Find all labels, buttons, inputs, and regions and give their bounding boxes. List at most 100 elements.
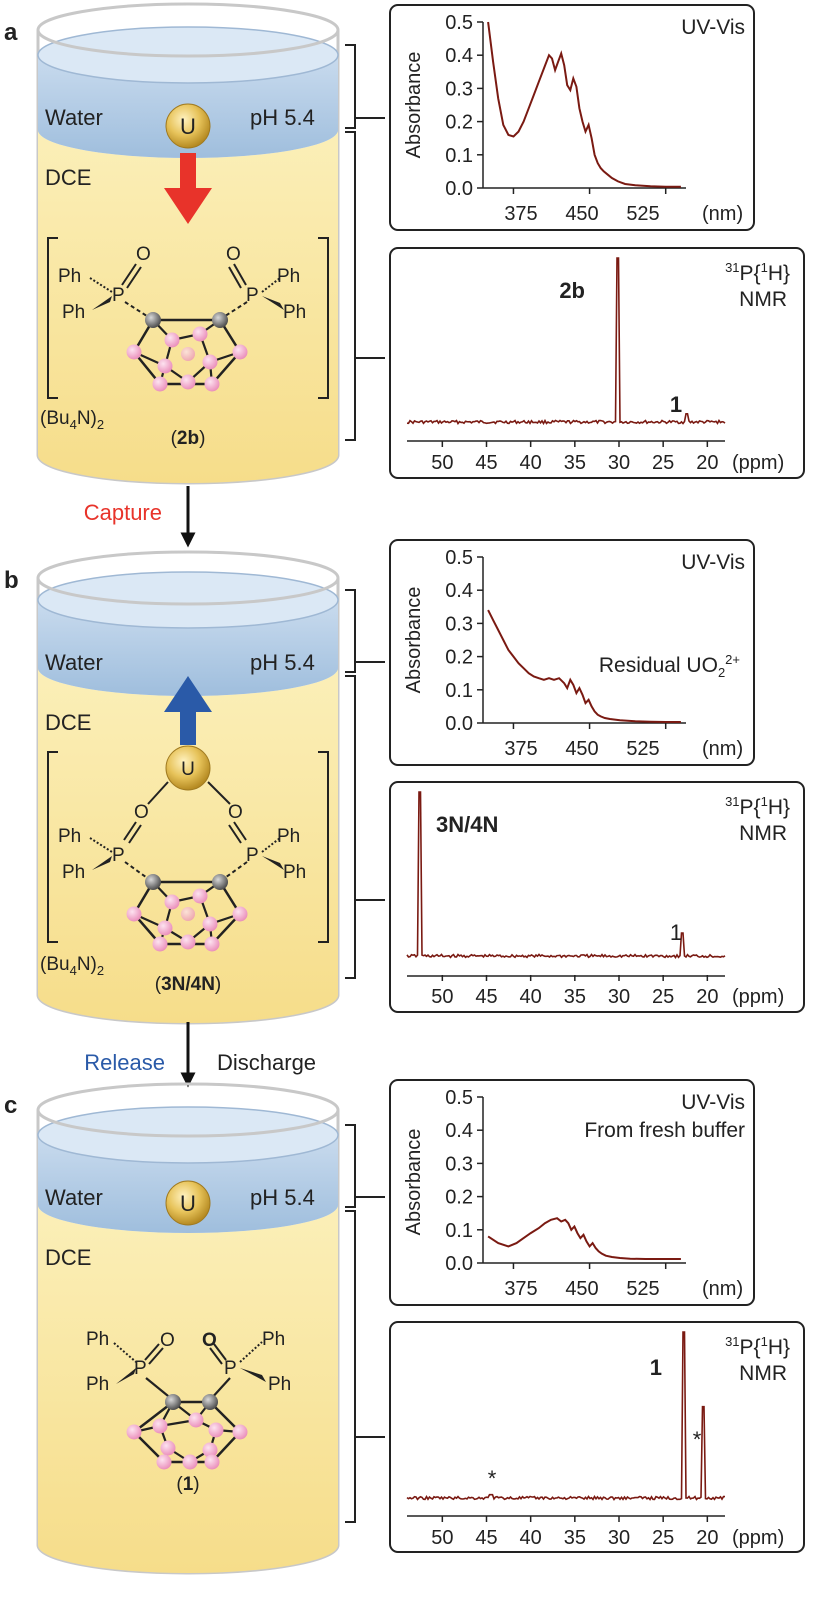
- ph-group: Ph: [283, 862, 306, 883]
- uv-yticks: 0.50.40.30.20.10.0: [445, 12, 667, 200]
- uranium-label: U: [180, 1191, 196, 1216]
- nmr-peak-label: 1: [650, 1355, 662, 1380]
- nmr-spectrum-line: [406, 257, 726, 426]
- panel-b: b Water pH 5.4 DCE U O O Ph Ph P: [4, 539, 805, 1088]
- svg-text:(Bu4N)2: (Bu4N)2: [40, 954, 104, 978]
- p-atom: P: [112, 285, 125, 306]
- structure-3n-4n: U O O Ph Ph P P Ph Ph: [40, 745, 329, 995]
- nmr-spectrum-line: [406, 791, 726, 959]
- uv-xtick: 375: [504, 1278, 537, 1300]
- uv-xtick: 450: [565, 1278, 598, 1300]
- carborane-cage: [126, 874, 248, 952]
- o-atom: O: [134, 802, 149, 823]
- uv-ytick: 0.4: [445, 1120, 473, 1142]
- ph-group: Ph: [62, 862, 85, 883]
- release-arrow: [164, 676, 212, 745]
- uv-ytick: 0.1: [445, 1220, 473, 1242]
- uv-xunit: (nm): [702, 1278, 743, 1300]
- nmr-xtick: 50: [431, 986, 453, 1008]
- uv-spectrum-line: [487, 1217, 681, 1260]
- nmr-xunit: (ppm): [732, 1527, 784, 1549]
- o-atom: O: [136, 244, 151, 265]
- brace: [345, 675, 365, 979]
- uranium-sphere: [165, 1180, 211, 1226]
- uv-ylabel: Absorbance: [403, 587, 425, 694]
- panel-label: a: [4, 19, 18, 46]
- uv-ylabel: Absorbance: [403, 1129, 425, 1236]
- ph-label: pH 5.4: [250, 105, 315, 130]
- nmr-xtick: 40: [520, 452, 542, 474]
- nmr-peak-label: 1: [670, 392, 682, 417]
- water-label: Water: [45, 105, 103, 130]
- svg-text:(Bu4N)2: (Bu4N)2: [40, 408, 104, 432]
- discharge-label: Discharge: [217, 1050, 316, 1075]
- uv-xtick: 525: [626, 1278, 659, 1300]
- uv-subtitle: From fresh buffer: [584, 1119, 745, 1142]
- nmr-xtick: 20: [696, 986, 718, 1008]
- uv-ytick: 0.3: [445, 1153, 473, 1175]
- nmr-xtick: 50: [431, 452, 453, 474]
- uv-xunit: (nm): [702, 203, 743, 225]
- brace: [345, 1124, 365, 1208]
- nmr-peak-label: 2b: [559, 278, 585, 303]
- uv-ytick: 0.5: [445, 1087, 473, 1109]
- svg-text:(1): (1): [176, 1474, 199, 1495]
- uv-ytick: 0.1: [445, 145, 473, 167]
- carborane-cage: [126, 1394, 248, 1470]
- svg-text:31P{1H}: 31P{1H}: [725, 794, 790, 819]
- nmr-spectrum-line: [406, 1331, 725, 1501]
- nmr-peak-label: *: [488, 1466, 497, 1491]
- p-atom: P: [112, 845, 125, 866]
- nmr-xtick: 20: [696, 1527, 718, 1549]
- uv-vis-panel: UV-Vis Absorbance 0.50.40.30.20.10.0 375…: [389, 4, 755, 231]
- nmr-xtick: 25: [652, 986, 674, 1008]
- ph-group: Ph: [86, 1374, 109, 1395]
- uv-xtick: 375: [504, 738, 537, 760]
- nmr-xtick: 35: [564, 452, 586, 474]
- uv-xunit: (nm): [702, 738, 743, 760]
- ph-group: Ph: [86, 1329, 109, 1350]
- uv-ytick: 0.0: [445, 178, 473, 200]
- nmr-xtick: 45: [475, 986, 497, 1008]
- nmr-xtick: 45: [475, 1527, 497, 1549]
- brace: [345, 589, 365, 673]
- uranium-label: U: [181, 759, 195, 780]
- ph-group: Ph: [58, 266, 81, 287]
- water-layer: [38, 600, 338, 696]
- o-atom: O: [160, 1330, 175, 1351]
- dce-label: DCE: [45, 710, 91, 735]
- uv-ytick: 0.5: [445, 12, 473, 34]
- o-atom: O: [228, 802, 243, 823]
- structure-2b: Ph Ph P O P O Ph Ph: [40, 237, 329, 449]
- dce-label: DCE: [45, 165, 91, 190]
- nmr-xtick: 30: [608, 986, 630, 1008]
- o-atom: O: [202, 1330, 217, 1351]
- uv-ytick: 0.3: [445, 613, 473, 635]
- uv-spectrum-line: [487, 609, 681, 723]
- uv-ylabel: Absorbance: [403, 52, 425, 159]
- nmr-title2: NMR: [739, 822, 787, 845]
- carborane-cage: [126, 312, 248, 392]
- uv-ytick: 0.4: [445, 580, 473, 602]
- beaker: [36, 2, 340, 485]
- uv-ytick: 0.5: [445, 547, 473, 569]
- ph-group: Ph: [277, 826, 300, 847]
- svg-text:(3N/4N): (3N/4N): [155, 974, 222, 995]
- uv-title: UV-Vis: [681, 551, 745, 574]
- nmr-xtick: 35: [564, 986, 586, 1008]
- ph-label: pH 5.4: [250, 1185, 315, 1210]
- ph-group: Ph: [262, 1329, 285, 1350]
- uv-spectrum-line: [487, 21, 681, 188]
- nmr-xtick: 50: [431, 1527, 453, 1549]
- dce-layer: [38, 130, 338, 483]
- uv-ytick: 0.2: [445, 112, 473, 134]
- uv-yticks: 0.50.40.30.20.10.0: [445, 1087, 667, 1275]
- p-atom: P: [134, 1358, 147, 1379]
- uranium-label: U: [180, 114, 196, 139]
